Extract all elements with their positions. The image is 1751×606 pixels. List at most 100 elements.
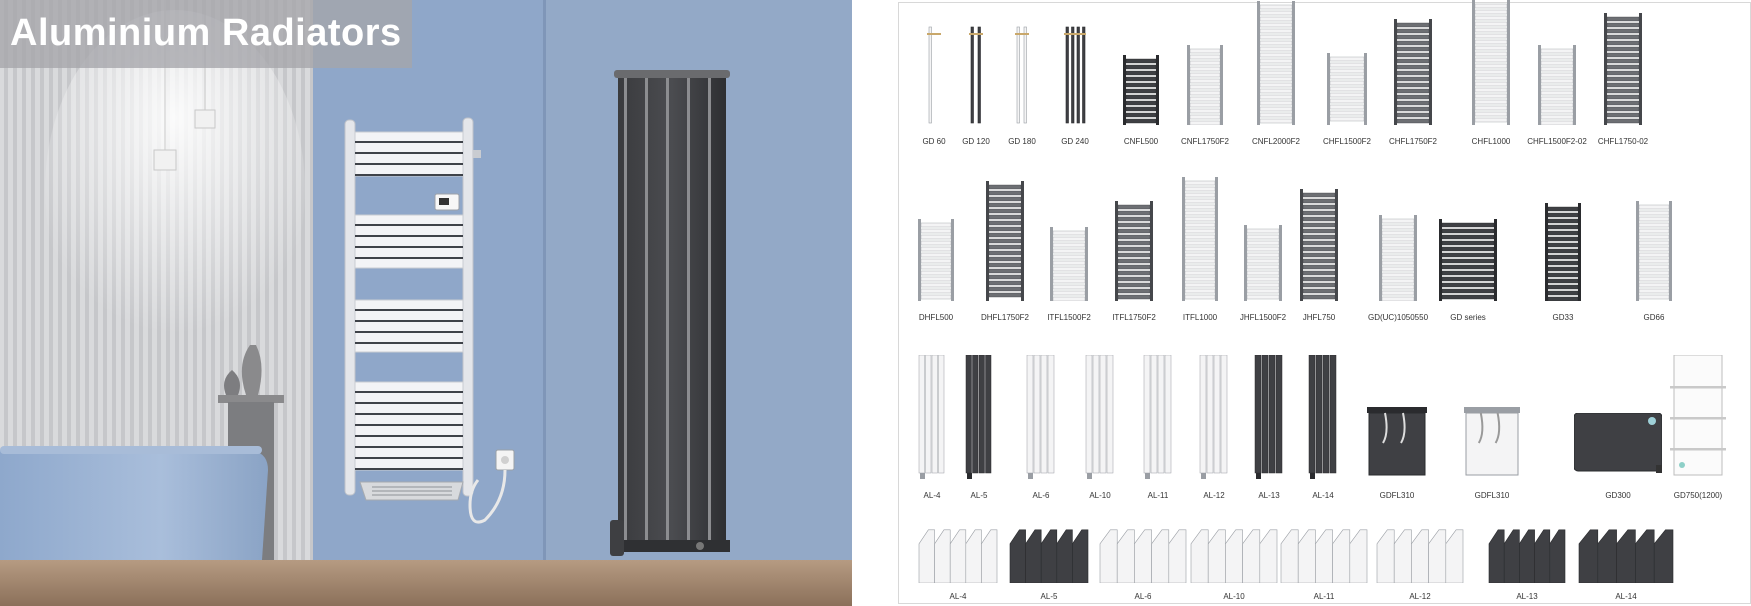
radiator-thumbnail xyxy=(1636,201,1672,301)
product-item: GD66 xyxy=(1636,201,1672,323)
product-item: GDFL310 xyxy=(1367,403,1427,501)
product-item: CHFL1750F2 xyxy=(1389,19,1437,147)
product-item: GD 180 xyxy=(1008,25,1036,147)
radiator-thumbnail xyxy=(1257,1,1295,125)
product-label: AL-5 xyxy=(1040,592,1058,601)
product-item: CNFL2000F2 xyxy=(1252,1,1300,147)
radiator-thumbnail xyxy=(1085,355,1114,479)
product-item: AL-14 xyxy=(1577,527,1675,602)
product-label: AL-5 xyxy=(970,491,988,500)
hero-photo: Aluminium Radiators xyxy=(0,0,852,606)
radiator-thumbnail xyxy=(1439,219,1497,301)
radiator-thumbnail xyxy=(1009,529,1089,583)
product-item: GD300 xyxy=(1574,413,1662,501)
radiator-thumbnail xyxy=(1545,203,1581,301)
radiator-thumbnail xyxy=(1199,355,1228,479)
product-label: JHFL750 xyxy=(1302,313,1336,322)
radiator-thumbnail xyxy=(1464,407,1520,476)
radiator-thumbnail xyxy=(1115,201,1153,301)
radiator-thumbnail xyxy=(986,181,1024,301)
product-item: GD33 xyxy=(1545,203,1581,323)
radiator-thumbnail xyxy=(1190,529,1278,583)
product-item: JHFL750 xyxy=(1300,189,1338,323)
product-label: GD 180 xyxy=(1008,137,1036,146)
radiator-thumbnail xyxy=(1064,26,1086,124)
product-label: DHFL1750F2 xyxy=(980,313,1030,322)
product-label: GD750(1200) xyxy=(1673,491,1723,500)
product-label: AL-14 xyxy=(1312,491,1334,500)
page-title: Aluminium Radiators xyxy=(10,12,402,54)
product-item: DHFL500 xyxy=(918,219,954,323)
radiator-thumbnail xyxy=(1015,26,1029,124)
radiator-thumbnail xyxy=(1308,355,1337,479)
product-label: AL-13 xyxy=(1258,491,1280,500)
radiator-thumbnail xyxy=(1099,529,1187,583)
product-item: AL-11 xyxy=(1279,527,1369,602)
product-item: CNFL500 xyxy=(1123,55,1159,147)
product-item: GD750(1200) xyxy=(1670,355,1726,501)
product-label: CHFL1750-02 xyxy=(1597,137,1649,146)
radiator-thumbnail xyxy=(1379,215,1417,301)
product-item: AL-4 xyxy=(917,527,999,602)
product-label: CHFL1000 xyxy=(1471,137,1511,146)
product-label: GDFL310 xyxy=(1379,491,1415,500)
radiator-thumbnail xyxy=(1604,13,1642,125)
product-label: ITFL1750F2 xyxy=(1112,313,1156,322)
product-label: GDFL310 xyxy=(1474,491,1510,500)
product-item: GD 240 xyxy=(1061,25,1089,147)
radiator-thumbnail xyxy=(1488,529,1566,583)
product-label: ITFL1500F2 xyxy=(1047,313,1091,322)
product-label: CNFL1750F2 xyxy=(1180,137,1230,146)
radiator-thumbnail xyxy=(1143,355,1172,479)
product-item: CHFL1000 xyxy=(1472,0,1510,147)
product-label: AL-11 xyxy=(1313,592,1335,601)
radiator-thumbnail xyxy=(1578,529,1674,583)
product-label: CNFL2000F2 xyxy=(1251,137,1301,146)
product-label: CNFL500 xyxy=(1123,137,1159,146)
product-item: AL-14 xyxy=(1308,355,1338,501)
product-item: CHFL1750-02 xyxy=(1598,13,1648,147)
product-item: GD(UC)1050550 xyxy=(1368,215,1428,323)
product-item: AL-5 xyxy=(965,355,993,501)
product-item: AL-10 xyxy=(1085,355,1115,501)
radiator-thumbnail xyxy=(969,26,983,124)
product-item: AL-11 xyxy=(1143,355,1173,501)
radiator-thumbnail xyxy=(1394,19,1432,125)
radiator-thumbnail xyxy=(1574,413,1662,473)
product-item: ITFL1500F2 xyxy=(1047,227,1091,323)
product-label: GD series xyxy=(1450,313,1486,322)
product-item: AL-6 xyxy=(1026,355,1056,501)
product-item: AL-5 xyxy=(1008,527,1090,602)
product-item: ITFL1000 xyxy=(1182,177,1218,323)
product-item: CHFL1500F2 xyxy=(1323,53,1371,147)
product-label: ITFL1000 xyxy=(1182,313,1218,322)
product-item: GDFL310 xyxy=(1464,403,1520,501)
product-label: AL-4 xyxy=(923,491,941,500)
product-item: AL-13 xyxy=(1487,527,1567,602)
product-item: GD 60 xyxy=(922,25,946,147)
product-item: AL-12 xyxy=(1375,527,1465,602)
product-label: GD 60 xyxy=(922,137,946,146)
product-label: AL-11 xyxy=(1147,491,1169,500)
product-item: AL-6 xyxy=(1098,527,1188,602)
product-label: JHFL1500F2 xyxy=(1239,313,1287,322)
product-item: GD 120 xyxy=(962,25,990,147)
product-item: DHFL1750F2 xyxy=(981,181,1029,323)
radiator-thumbnail xyxy=(1123,55,1159,125)
product-item: AL-10 xyxy=(1189,527,1279,602)
product-label: AL-4 xyxy=(949,592,967,601)
product-label: AL-6 xyxy=(1032,491,1050,500)
product-label: AL-12 xyxy=(1203,491,1225,500)
product-label: AL-10 xyxy=(1223,592,1245,601)
product-label: CHFL1500F2-02 xyxy=(1527,137,1587,146)
product-label: GD(UC)1050550 xyxy=(1367,313,1429,322)
product-item: AL-4 xyxy=(918,355,946,501)
product-label: GD66 xyxy=(1643,313,1665,322)
product-label: GD300 xyxy=(1605,491,1631,500)
radiator-thumbnail xyxy=(1244,225,1282,301)
title-badge: Aluminium Radiators xyxy=(0,0,412,68)
product-item: AL-13 xyxy=(1254,355,1284,501)
radiator-thumbnail xyxy=(1050,227,1088,301)
radiator-thumbnail xyxy=(918,219,954,301)
